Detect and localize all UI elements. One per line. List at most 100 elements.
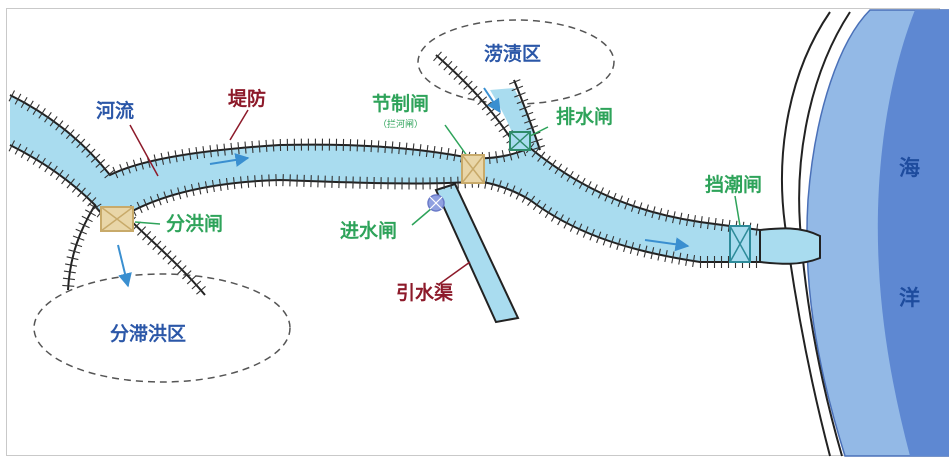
levee-tick	[112, 166, 119, 179]
intake-gate-symbol	[427, 194, 445, 212]
levee-tick	[186, 275, 197, 285]
levee-tick	[610, 192, 617, 205]
canal-channel	[434, 182, 520, 324]
levee-tick	[519, 105, 531, 111]
label-tide-gate: 挡潮闸	[705, 174, 763, 196]
levee-tick	[72, 235, 85, 241]
label-canal: 引水渠	[396, 282, 454, 304]
control-gate-symbol	[461, 154, 485, 184]
levee-tick	[425, 145, 429, 158]
levee-tick	[63, 270, 76, 274]
levee-tick	[597, 187, 604, 199]
levee-tick	[651, 206, 656, 219]
sea-inner	[877, 10, 949, 456]
levee-tick	[527, 195, 536, 206]
levee-tick	[143, 198, 149, 211]
levee-tick	[20, 146, 28, 158]
levee-tick	[458, 75, 468, 85]
levee-tick	[139, 157, 144, 170]
levee-tick	[692, 254, 696, 268]
levee-tick	[554, 163, 563, 175]
levee-tick	[88, 203, 100, 211]
levee-tick	[463, 80, 473, 90]
levee-tick	[209, 145, 212, 158]
levee-tick	[453, 70, 463, 81]
levee-tick	[501, 150, 506, 163]
outlet-channel	[759, 227, 821, 265]
levee-tick	[244, 141, 247, 154]
levee-tick	[90, 203, 102, 211]
levee-tick	[211, 179, 215, 193]
levee-tick	[142, 231, 152, 241]
levee-tick	[572, 174, 580, 186]
drain-branch-bank-2	[513, 79, 541, 151]
levee-tick	[578, 177, 586, 189]
levee-tick	[268, 174, 270, 187]
label-intake-gate: 进水闸	[340, 220, 398, 242]
levee-tick	[544, 207, 553, 219]
levee-tick	[55, 120, 64, 131]
levee-tick	[196, 285, 206, 295]
levee-tick	[438, 56, 448, 66]
levee-tick	[26, 150, 34, 162]
label-levee: 堤防	[228, 88, 267, 110]
levee-tick	[75, 228, 87, 235]
levee-tick	[671, 251, 675, 264]
levee-tick	[68, 249, 81, 254]
levee-tick	[95, 159, 106, 168]
levee-tick	[630, 200, 636, 212]
leader-diversion-gate	[134, 221, 161, 225]
levee-tick	[637, 202, 643, 215]
levee-tick	[223, 143, 226, 156]
label-drain-gate: 排水闸	[556, 106, 614, 128]
diversion-gate-symbol	[100, 206, 134, 232]
levee-tick	[202, 146, 206, 159]
levee-tick	[49, 116, 58, 127]
levee-tick	[384, 140, 387, 153]
levee-tick	[443, 60, 453, 71]
levee-tick	[66, 178, 75, 189]
levee-tick	[184, 185, 188, 198]
levee-tick	[538, 203, 547, 215]
levee-tick	[174, 150, 178, 163]
levee-tick	[216, 144, 219, 157]
levee-tick	[524, 118, 536, 124]
levee-tick	[497, 180, 502, 193]
levee-tick	[99, 164, 110, 174]
levee-tick	[14, 143, 22, 155]
levee-tick	[71, 133, 80, 144]
levee-tick	[576, 223, 583, 235]
levee-tick	[126, 161, 131, 174]
levee-tick	[240, 176, 243, 189]
levee-tick	[526, 125, 539, 131]
levee-tick	[514, 92, 526, 98]
levee-tick	[563, 217, 570, 229]
levee-tick	[230, 142, 233, 155]
levee-tick	[218, 178, 222, 191]
levee-tick	[755, 223, 759, 236]
levee-tick	[87, 197, 97, 207]
levee-tick	[81, 143, 91, 153]
river-channel	[10, 95, 800, 262]
levee-tick	[136, 201, 143, 214]
levee-tick	[453, 149, 457, 162]
levee-tick	[44, 111, 52, 123]
levee-tick	[720, 218, 724, 231]
levee-tick	[531, 147, 540, 158]
label-diversion-gate: 分洪闸	[166, 213, 224, 235]
levee-tick	[472, 91, 483, 100]
levee-tick	[170, 189, 175, 202]
levee-tick	[50, 165, 58, 177]
levee-tick	[191, 280, 202, 290]
levee-tick	[62, 284, 75, 287]
levee-tick	[26, 100, 34, 112]
coastline-2	[798, 11, 851, 457]
levee-tick	[650, 247, 655, 260]
levee-tick	[152, 240, 162, 251]
levee-tick	[197, 182, 202, 195]
river-bank-north	[9, 94, 761, 231]
levee-tick	[557, 214, 564, 226]
levee-tick	[665, 209, 669, 222]
levee-tick	[643, 245, 648, 258]
levee-tick	[477, 96, 488, 106]
